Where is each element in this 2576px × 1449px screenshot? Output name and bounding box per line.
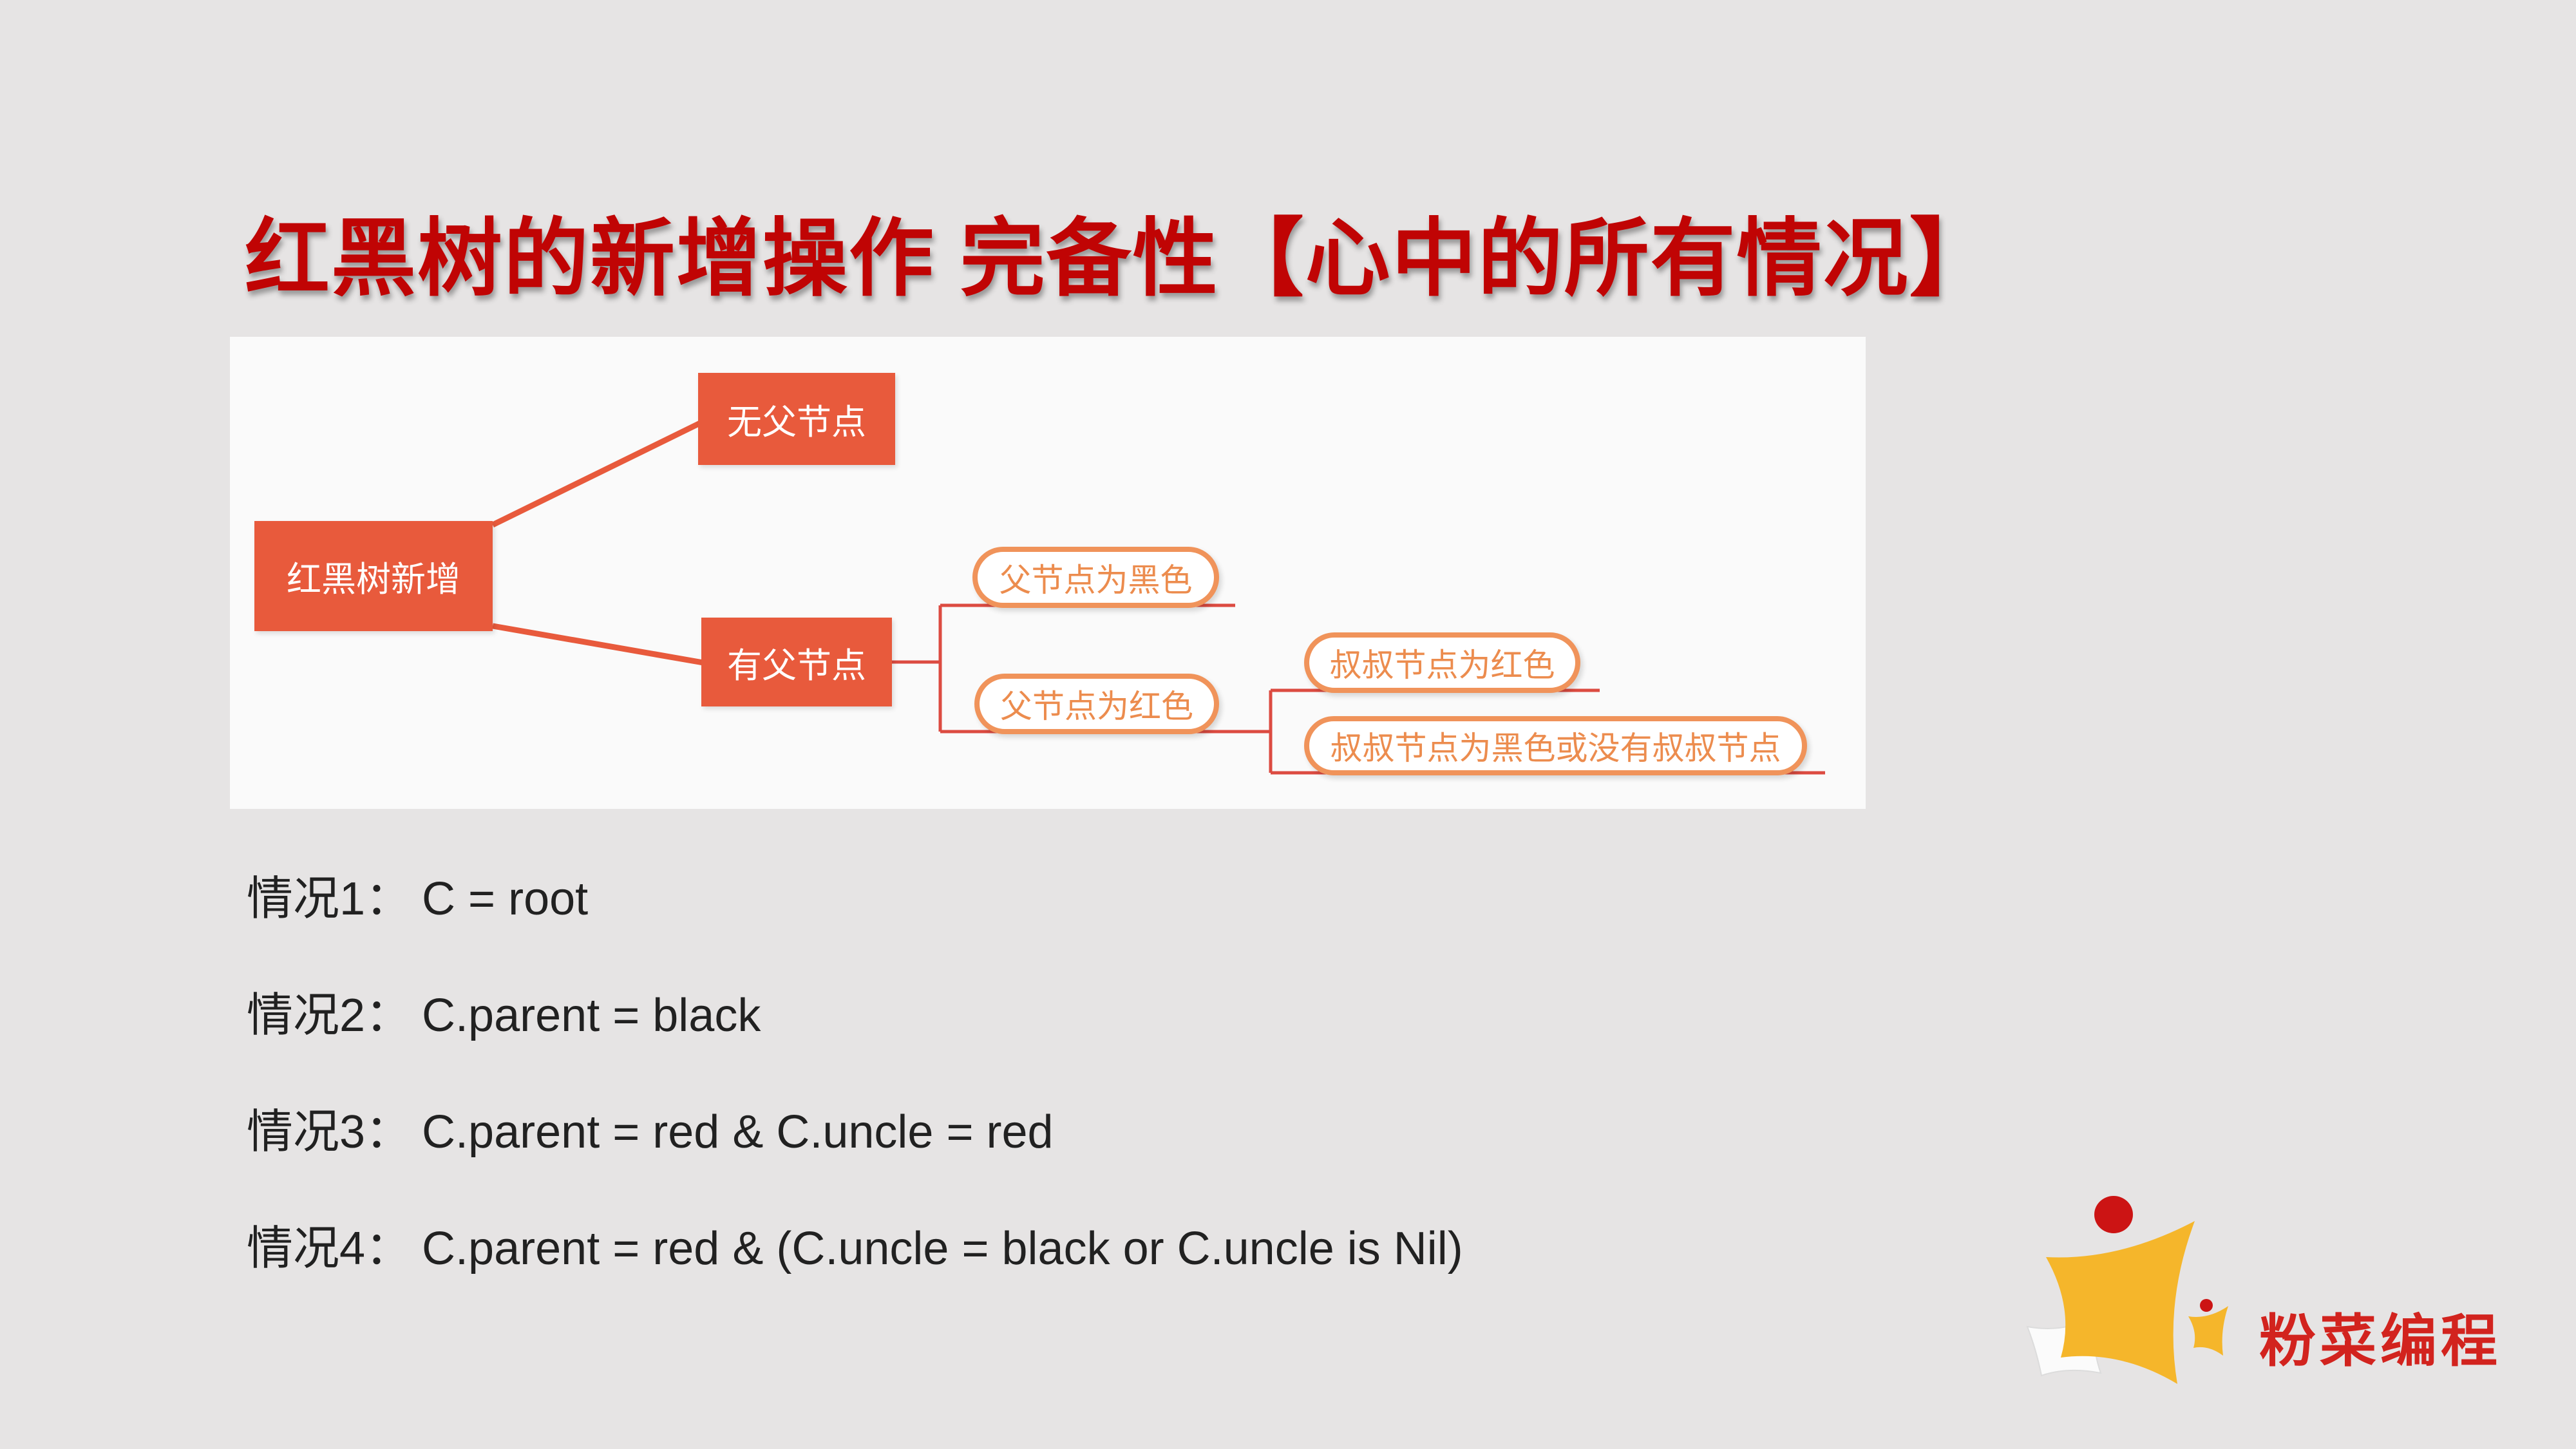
case-label: 情况4：: [247, 1223, 412, 1274]
connector-bracket-parent: [892, 603, 1237, 734]
logo-red-dot-small: [2200, 1299, 2213, 1312]
logo-mark-icon: [2026, 1196, 2228, 1384]
mindmap-connectors: [491, 420, 1825, 775]
case-formula: C = root: [422, 873, 589, 925]
connector-bracket-uncle: [1237, 688, 1825, 775]
case-list: 情况1：C = root 情况2：C.parent = black 情况3：C.…: [247, 875, 1463, 1341]
case-row-3: 情况3：C.parent = red & C.uncle = red: [247, 1108, 1463, 1157]
node-root: 红黑树新增: [254, 521, 493, 631]
node-has-parent: 有父节点: [701, 618, 892, 706]
logo-red-dot-large: [2094, 1196, 2133, 1233]
connector-root-to-has-parent: [492, 623, 704, 666]
node-uncle-black-or-nil: 叔叔节点为黑色或没有叔叔节点: [1304, 716, 1807, 775]
case-formula: C.parent = red & C.uncle = red: [422, 1106, 1054, 1158]
case-row-2: 情况2：C.parent = black: [247, 991, 1463, 1040]
connector-root-to-no-parent: [491, 420, 701, 528]
node-parent-red: 父节点为红色: [974, 674, 1219, 734]
case-label: 情况2：: [247, 990, 412, 1041]
page-title: 红黑树的新增操作 完备性【心中的所有情况】: [245, 211, 1996, 306]
node-no-parent: 无父节点: [698, 373, 895, 465]
logo-text: 粉菜编程: [2259, 1309, 2502, 1373]
logo-gold-shape-small: [2188, 1306, 2228, 1356]
case-formula: C.parent = black: [422, 990, 761, 1041]
case-row-4: 情况4：C.parent = red & (C.uncle = black or…: [247, 1224, 1463, 1273]
mindmap-panel: 红黑树新增 无父节点 有父节点 父节点为黑色 父节点为红色 叔叔节点为红色 叔叔…: [230, 337, 1866, 809]
node-parent-black: 父节点为黑色: [972, 547, 1219, 608]
case-label: 情况1：: [247, 873, 412, 925]
node-uncle-red: 叔叔节点为红色: [1304, 632, 1580, 693]
logo-gold-shape-large: [2046, 1221, 2195, 1384]
case-label: 情况3：: [247, 1106, 412, 1158]
brand-logo: 粉菜编程: [2016, 1179, 2531, 1397]
case-formula: C.parent = red & (C.uncle = black or C.u…: [422, 1223, 1463, 1274]
case-row-1: 情况1：C = root: [247, 875, 1463, 923]
